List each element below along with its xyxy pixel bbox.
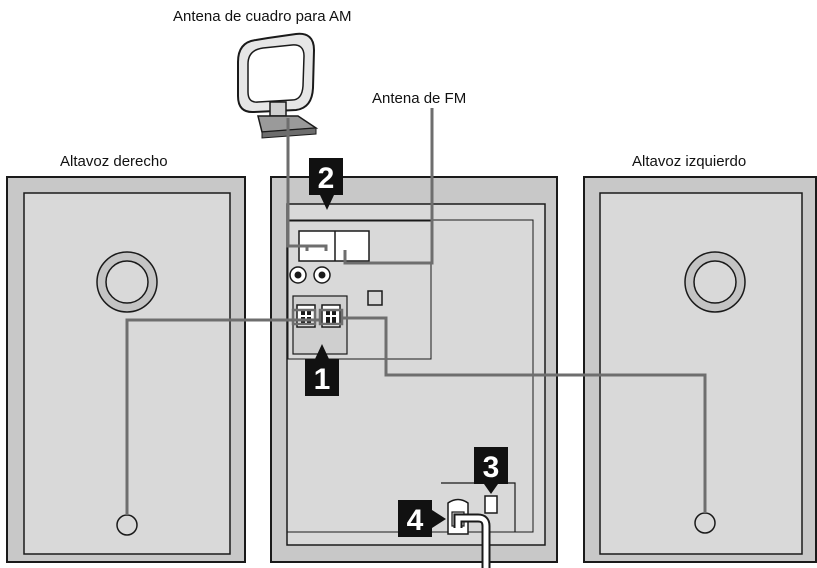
fm-antenna-label: Antena de FM	[372, 90, 467, 107]
step-badge-1: 1	[305, 344, 339, 396]
step-badge-3: 3	[474, 447, 508, 494]
step-4-text: 4	[407, 504, 424, 537]
step-3-text: 3	[483, 451, 500, 484]
left-speaker	[583, 176, 817, 563]
left-speaker-label: Altavoz izquierdo	[632, 153, 747, 170]
right-speaker-label: Altavoz derecho	[60, 153, 168, 170]
cables	[125, 108, 707, 568]
step-1-text: 1	[314, 363, 331, 396]
voltage-selector	[484, 495, 498, 514]
right-speaker-terminal	[116, 514, 138, 536]
left-speaker-terminal	[694, 512, 716, 534]
am-antenna-label: Antena de cuadro para AM	[173, 8, 352, 25]
step-2-text: 2	[318, 162, 335, 195]
step-badge-4: 4	[398, 500, 446, 537]
am-loop-antenna	[237, 32, 319, 139]
step-badge-2: 2	[309, 158, 343, 210]
